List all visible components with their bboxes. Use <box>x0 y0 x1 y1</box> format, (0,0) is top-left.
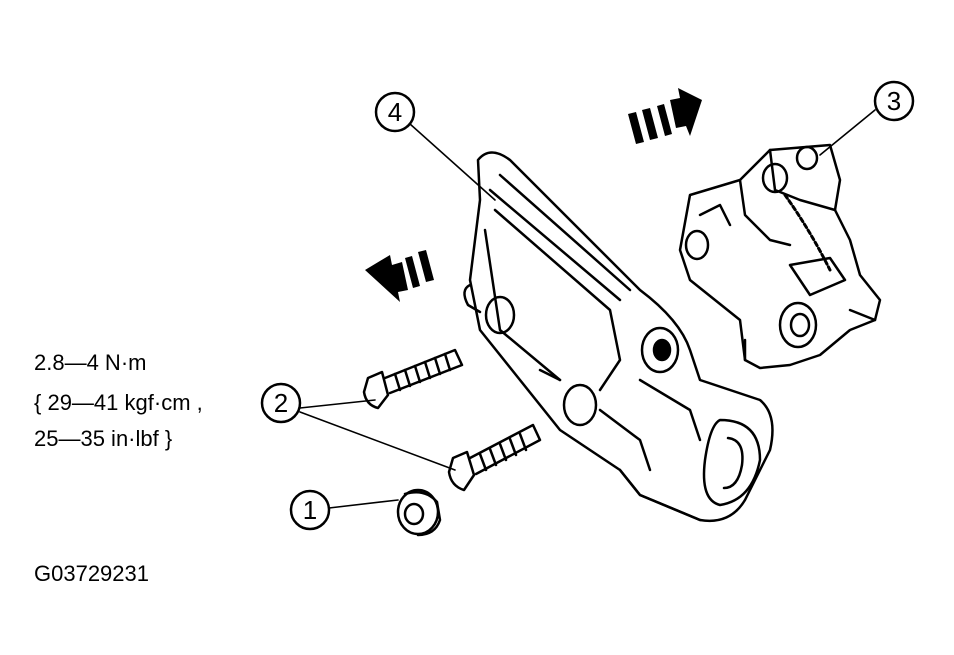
figure-code: G03729231 <box>34 561 149 586</box>
callout-circle-1 <box>289 489 331 531</box>
part-2-bolt-lower <box>447 423 542 492</box>
callout-number-4: 4 <box>388 97 402 127</box>
torque-spec-line-1: 2.8—4 N·m <box>34 350 147 375</box>
callout-number-1: 1 <box>303 495 317 525</box>
leader-lines <box>299 109 876 509</box>
callout-number-2: 2 <box>274 388 288 418</box>
part-4-housing <box>463 151 774 523</box>
part-2-bolt-upper <box>362 348 464 410</box>
torque-spec-line-2: { 29—41 kgf·cm , <box>34 390 203 415</box>
part-1-washer <box>396 488 442 537</box>
callout-circle-2 <box>260 382 302 424</box>
arrow-right-direction <box>628 88 702 144</box>
callout-number-3: 3 <box>887 86 901 116</box>
arrow-left-direction <box>365 250 434 302</box>
callout-circle-3 <box>873 80 915 122</box>
torque-spec-line-3: 25—35 in·lbf } <box>34 426 173 451</box>
callout-circle-4 <box>374 91 416 133</box>
part-3-bracket <box>678 143 882 370</box>
